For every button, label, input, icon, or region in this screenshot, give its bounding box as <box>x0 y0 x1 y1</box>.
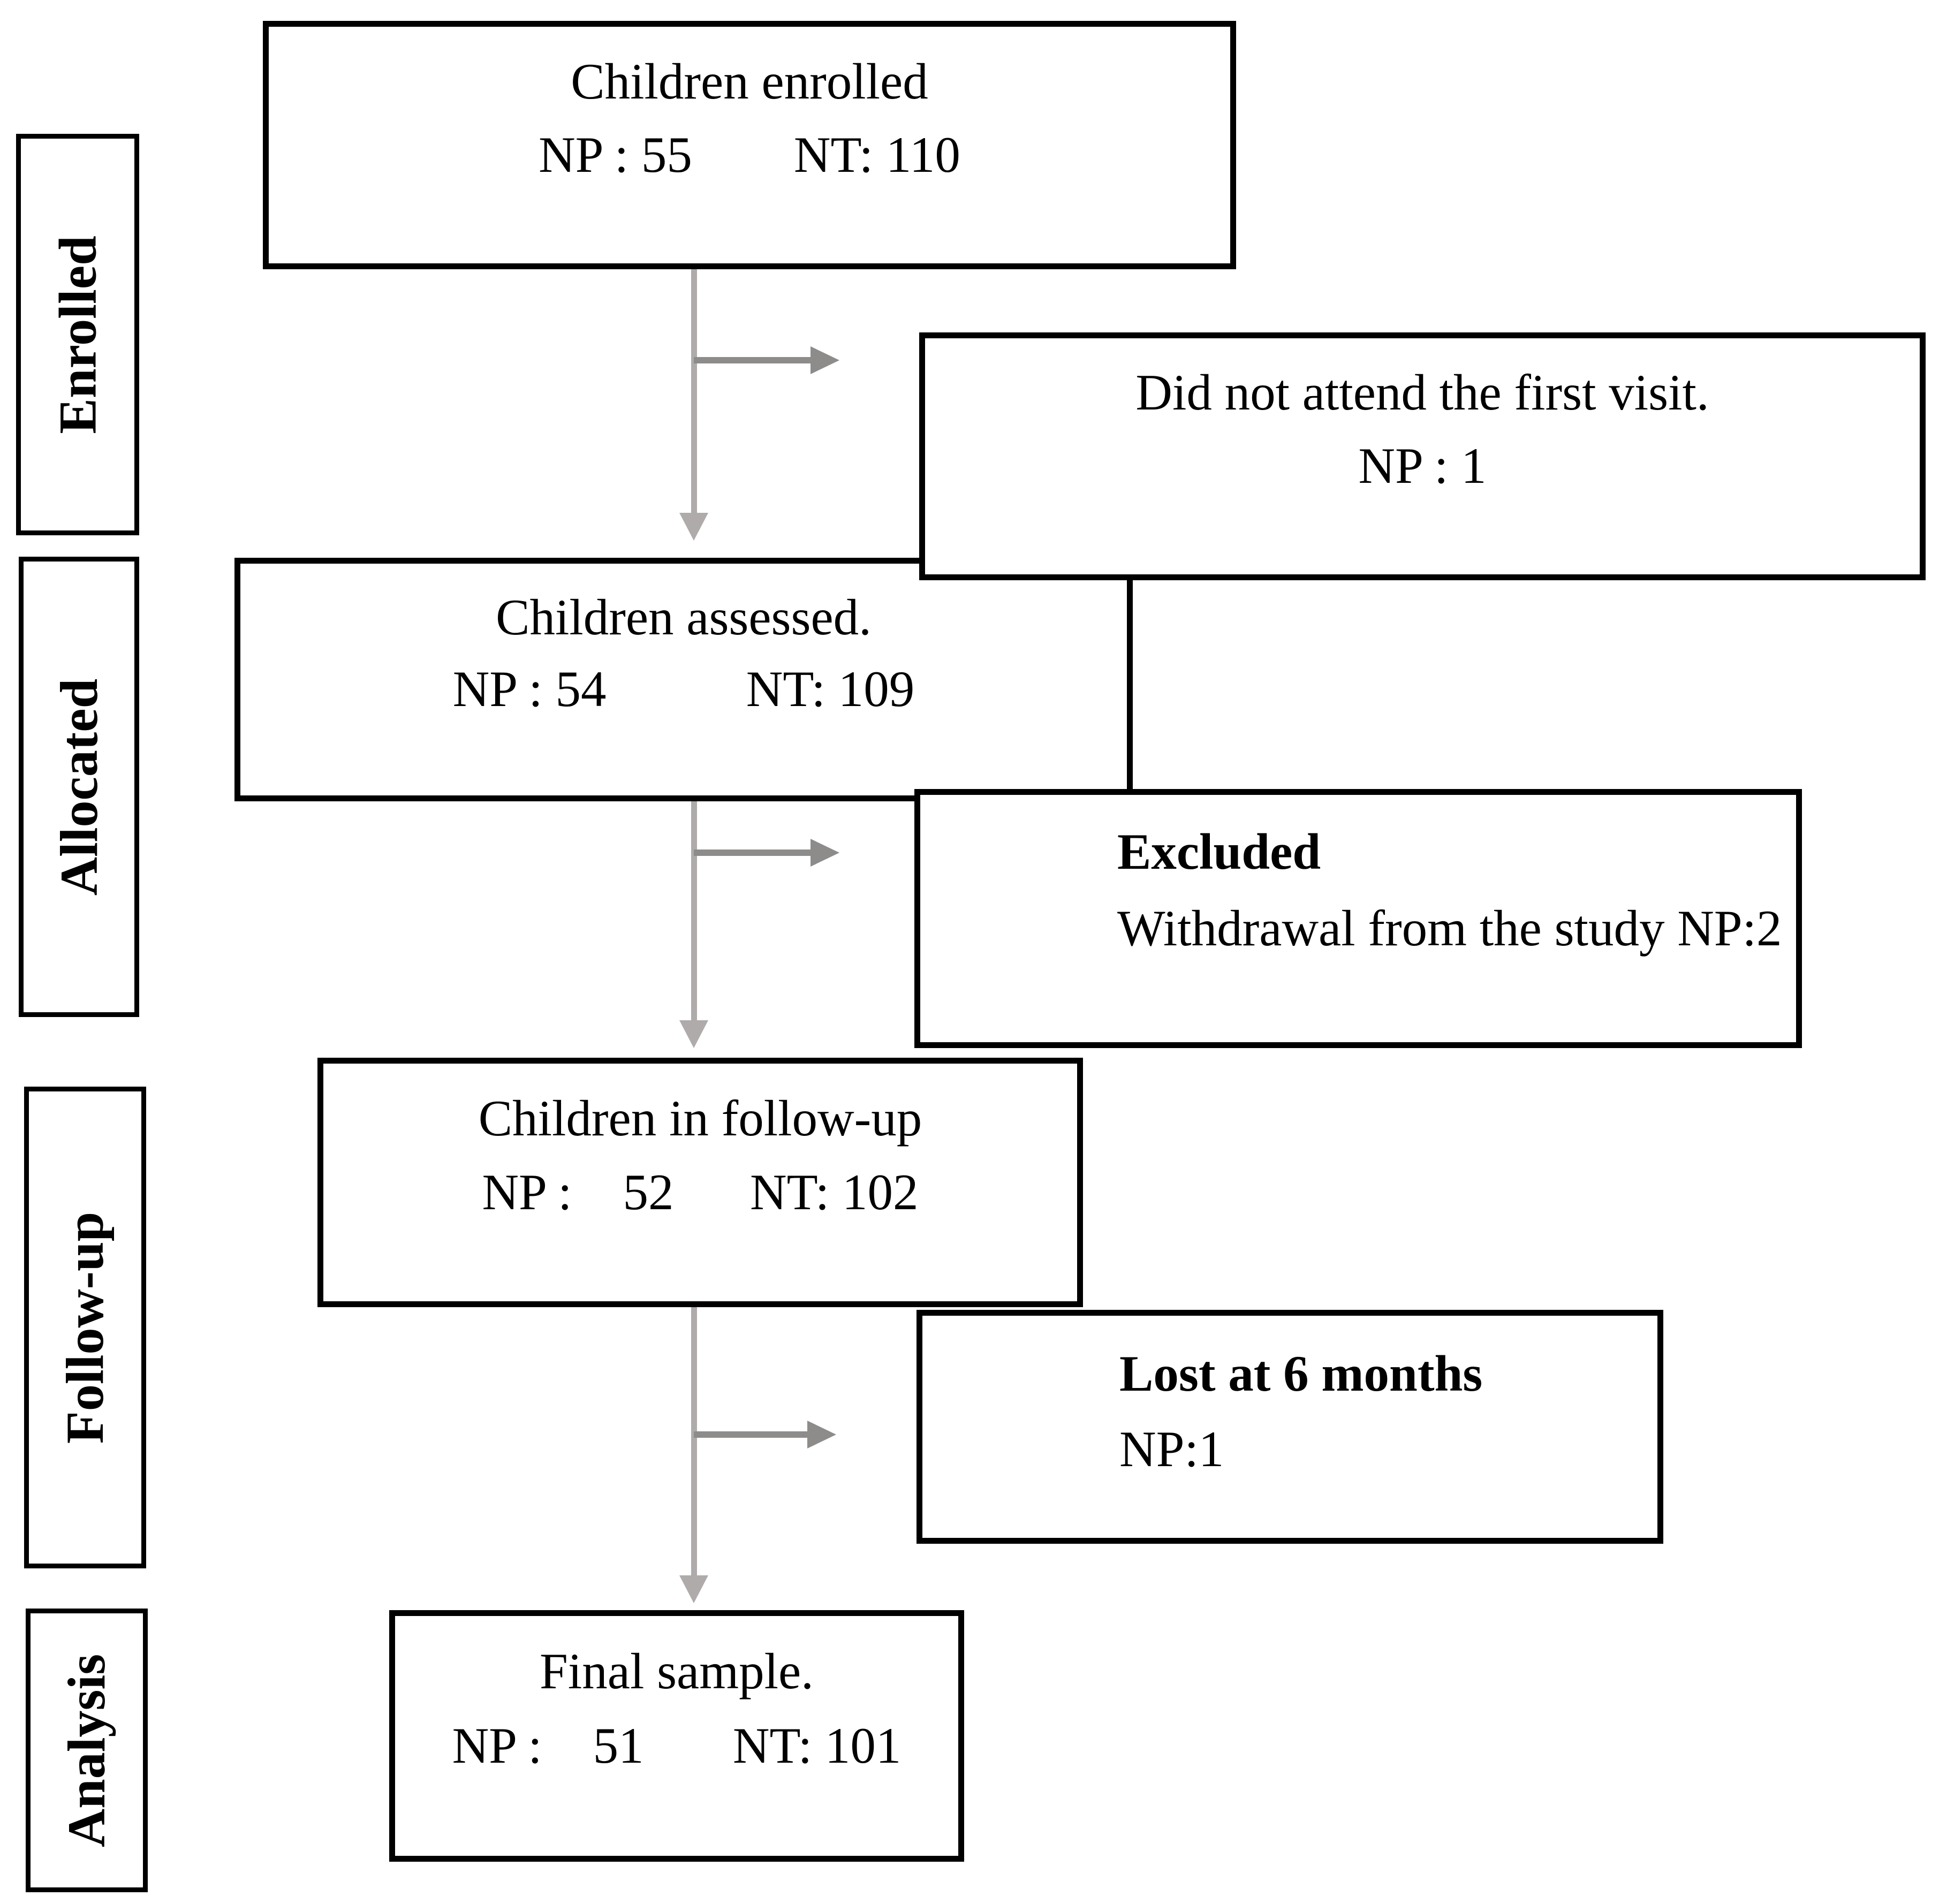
box-children-enrolled: Children enrolled NP : 55 NT: 110 <box>263 21 1236 269</box>
arrow-line-to-lost <box>694 1431 808 1438</box>
box-title: Children assessed. <box>496 588 872 646</box>
arrow-line-assessed-to-followup <box>691 801 697 1021</box>
arrowhead-right-icon <box>807 1421 836 1448</box>
stage-label-text: Enrolled <box>48 235 108 434</box>
arrowhead-right-icon <box>811 346 839 374</box>
stage-label-enrolled: Enrolled <box>16 134 139 535</box>
box-final-sample: Final sample. NP : 51 NT: 101 <box>389 1610 964 1862</box>
arrow-line-to-excluded <box>694 849 812 856</box>
arrowhead-down-icon <box>679 1020 708 1048</box>
box-counts: NP : 52 NT: 102 <box>482 1163 919 1220</box>
arrowhead-down-icon <box>679 1575 708 1603</box>
arrowhead-right-icon <box>811 839 839 867</box>
box-title: Did not attend the first visit. <box>1135 364 1709 421</box>
stage-label-text: Follow-up <box>55 1211 115 1444</box>
box-counts: NP : 55 NT: 110 <box>539 126 960 183</box>
box-detail: NP:1 <box>1119 1420 1224 1477</box>
box-title: Children in follow-up <box>478 1089 922 1147</box>
box-title: Lost at 6 months <box>1119 1345 1483 1402</box>
arrow-line-enrolled-to-assessed <box>691 269 697 514</box>
box-children-assessed: Children assessed. NP : 54 NT: 109 <box>234 558 1133 801</box>
box-detail: Withdrawal from the study NP:2 <box>1117 900 1782 957</box>
box-lost-at-6-months: Lost at 6 months NP:1 <box>917 1310 1663 1544</box>
box-title: Children enrolled <box>571 52 928 110</box>
stage-label-analysis: Analysis <box>26 1609 148 1892</box>
box-title: Final sample. <box>540 1642 814 1700</box>
box-children-in-follow-up: Children in follow-up NP : 52 NT: 102 <box>317 1058 1083 1307</box>
arrowhead-down-icon <box>679 513 708 541</box>
box-counts: NP : 54 NT: 109 <box>452 660 915 717</box>
stage-label-text: Allocated <box>49 678 109 896</box>
box-did-not-attend-first-visit: Did not attend the first visit. NP : 1 <box>919 332 1926 580</box>
box-excluded: Excluded Withdrawal from the study NP:2 <box>914 789 1802 1048</box>
stage-label-allocated: Allocated <box>19 557 139 1017</box>
stage-label-text: Analysis <box>57 1653 117 1847</box>
box-counts: NP : 51 NT: 101 <box>452 1717 902 1774</box>
box-title: Excluded <box>1117 823 1321 880</box>
arrow-line-followup-to-final <box>691 1307 697 1576</box>
stage-label-followup: Follow-up <box>24 1087 146 1568</box>
arrow-line-to-did-not-attend <box>694 357 812 363</box>
box-counts: NP : 1 <box>1358 437 1487 494</box>
